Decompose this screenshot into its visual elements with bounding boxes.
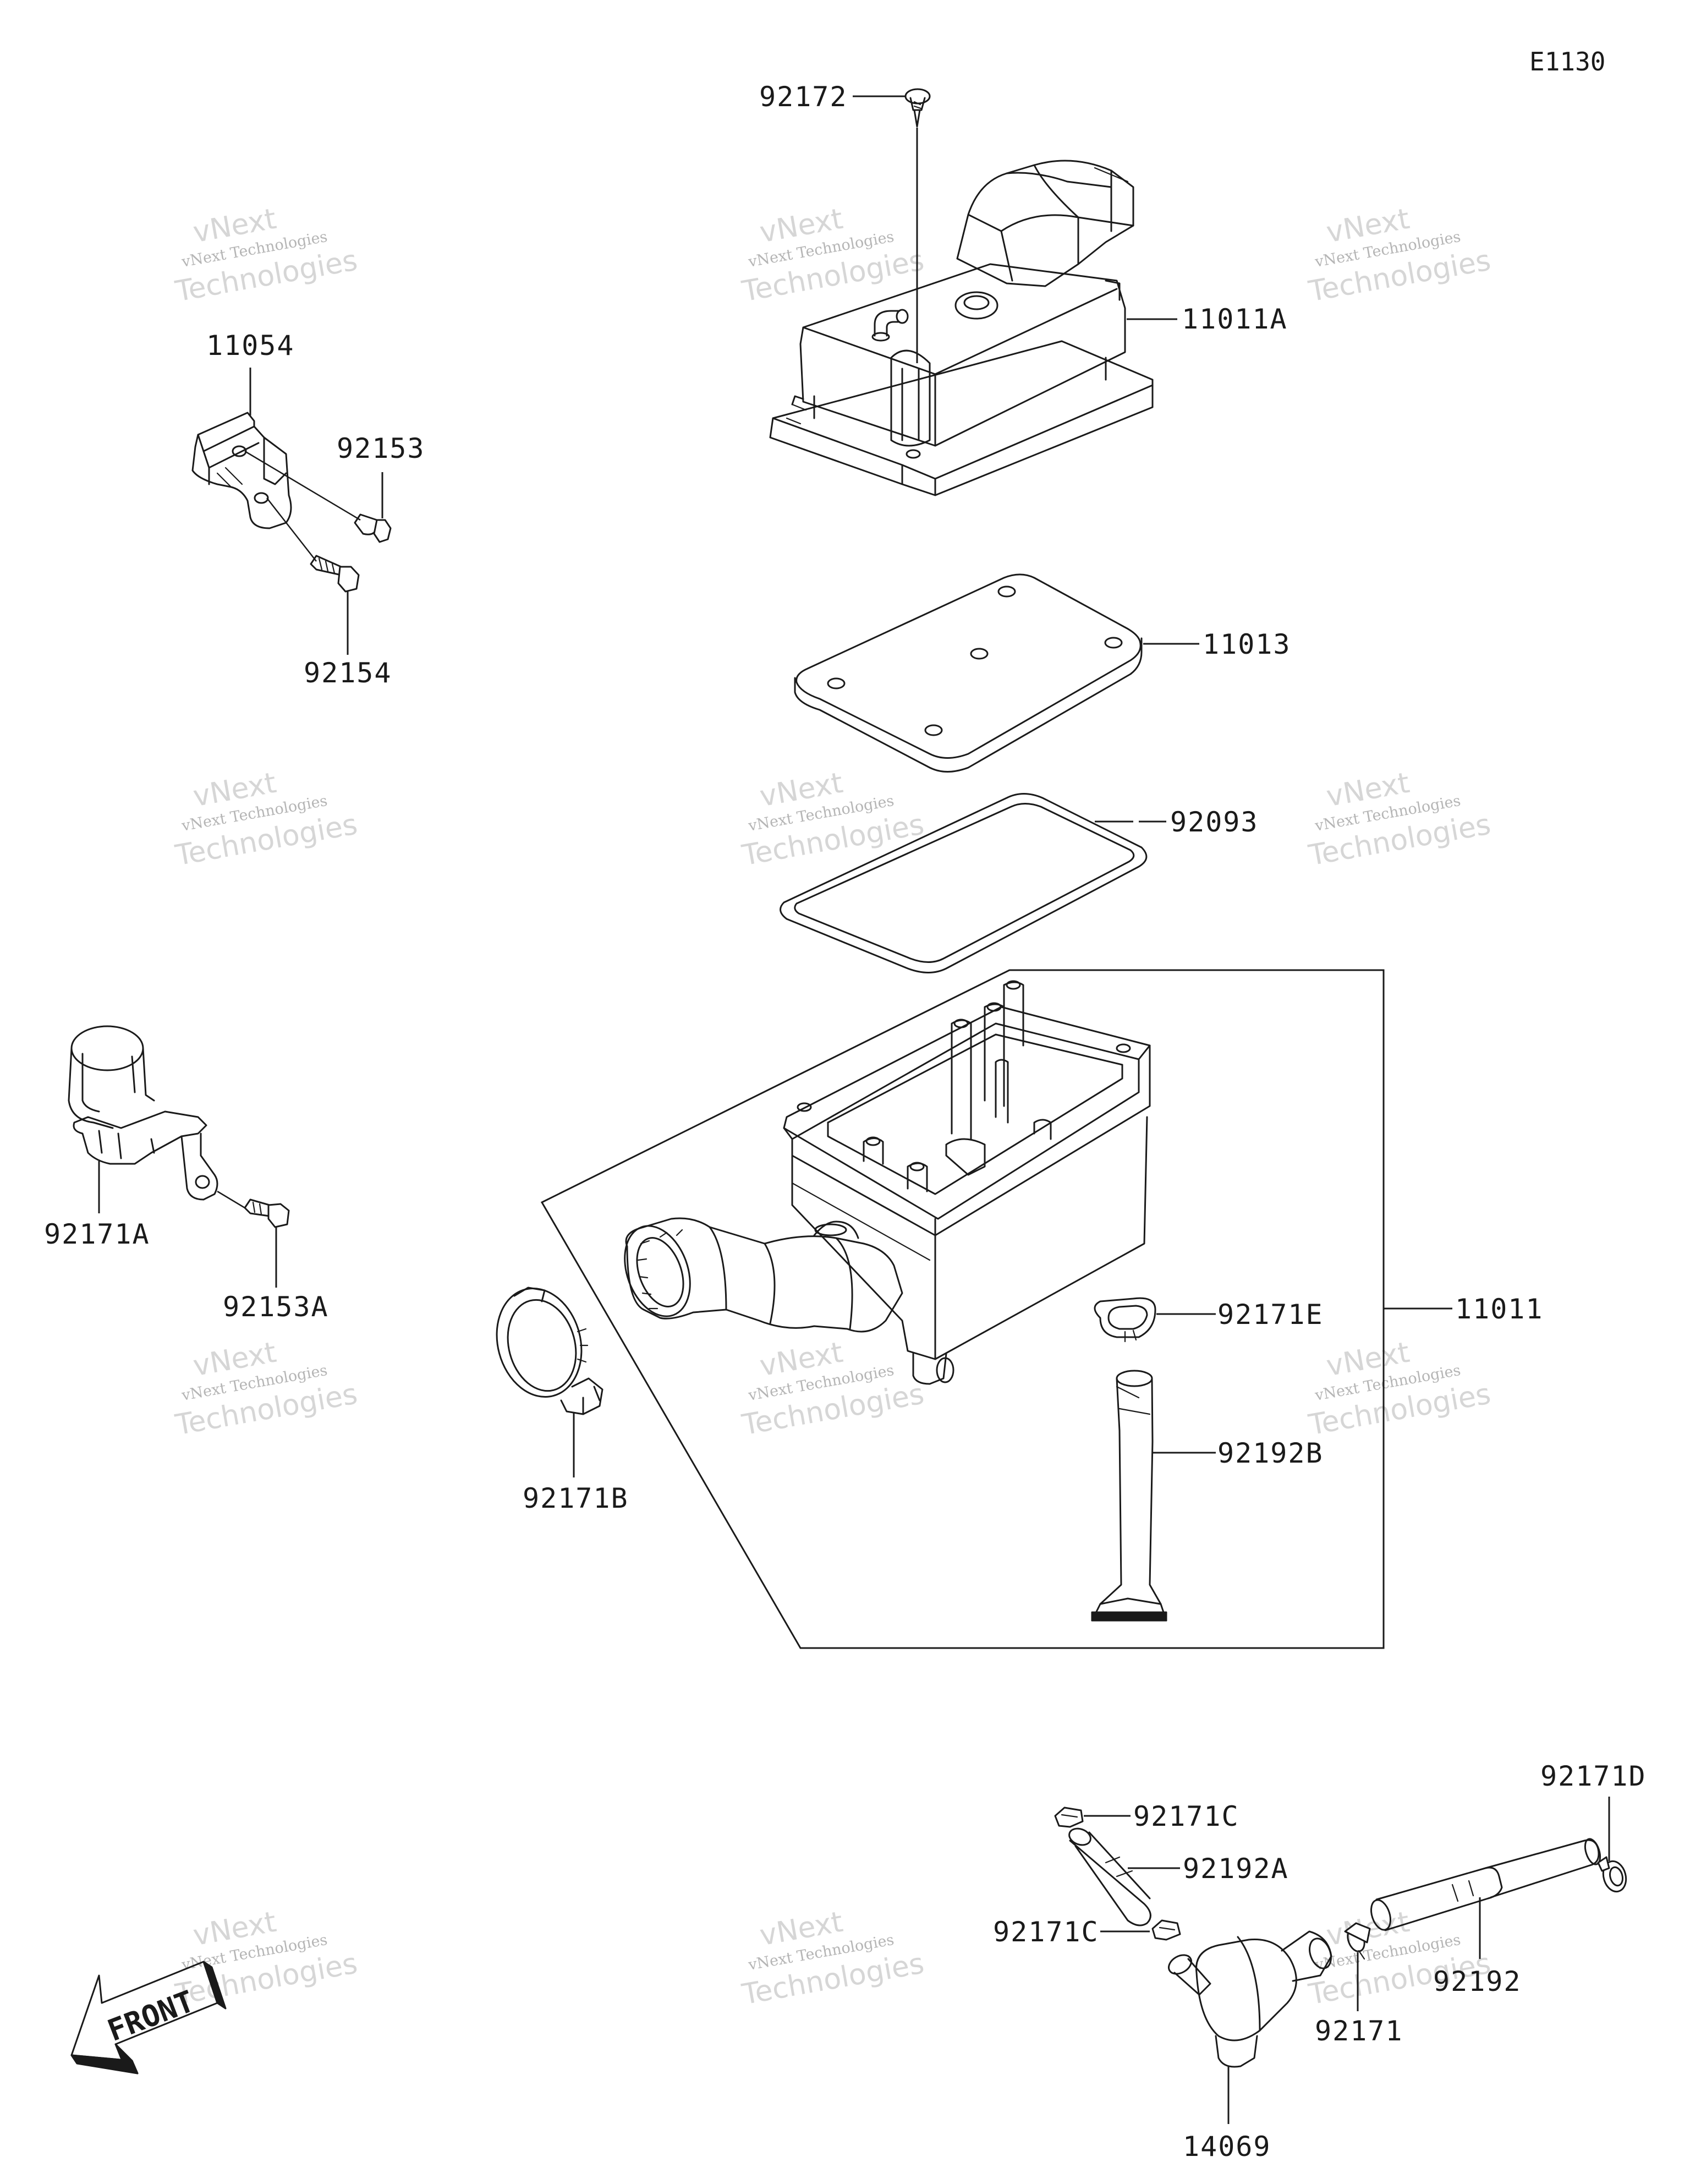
screw-92172[interactable]: [904, 88, 931, 128]
hose-92192A[interactable]: [1067, 1826, 1151, 1926]
label-92171A: 92171A: [44, 1218, 150, 1250]
watermark: vNext vNext Technologies Technologies: [1306, 767, 1493, 873]
clamp-92171E[interactable]: [1094, 1297, 1156, 1343]
air-cleaner-cap-11011A[interactable]: [769, 160, 1154, 496]
diagram-code: E1130: [1529, 47, 1605, 76]
watermark: vNext vNext Technologies Technologies: [173, 1336, 360, 1442]
gasket-92093[interactable]: [780, 793, 1148, 973]
bolt-92153A[interactable]: [244, 1198, 290, 1228]
label-92153: 92153: [337, 433, 425, 464]
label-92093: 92093: [1170, 806, 1259, 838]
breather-14069[interactable]: [1165, 1930, 1335, 2068]
clip-92171C-top[interactable]: [1054, 1807, 1084, 1828]
clamp-bracket-92171A[interactable]: [68, 1025, 218, 1201]
bracket-11054[interactable]: [191, 412, 292, 529]
clip-92171[interactable]: [1344, 1922, 1371, 1960]
label-11011A: 11011A: [1182, 303, 1288, 335]
label-92192: 92192: [1433, 1966, 1522, 1997]
label-92171C-top: 92171C: [1133, 1800, 1239, 1832]
clamp-92171B[interactable]: [485, 1279, 603, 1415]
watermark: vNext vNext Technologies Technologies: [173, 767, 360, 873]
watermark: vNext vNext Technologies Technologies: [739, 1906, 926, 2012]
label-92153A: 92153A: [223, 1291, 329, 1323]
watermark: vNext vNext Technologies Technologies: [739, 202, 926, 309]
bolt-92153[interactable]: [354, 513, 392, 543]
tube-92192B[interactable]: [1091, 1370, 1167, 1622]
label-14069: 14069: [1183, 2131, 1271, 2163]
label-92171D: 92171D: [1540, 1760, 1647, 1792]
label-92192B: 92192B: [1217, 1437, 1324, 1469]
watermark: vNext vNext Technologies Technologies: [1306, 1336, 1493, 1442]
label-92172: 92172: [759, 81, 848, 113]
air-cleaner-case[interactable]: [613, 980, 1151, 1385]
label-92171E: 92171E: [1217, 1299, 1324, 1331]
label-92154: 92154: [304, 657, 392, 689]
front-label: FRONT: [103, 1984, 199, 2048]
label-92171C-bottom: 92171C: [993, 1916, 1099, 1948]
clip-92171C-bottom[interactable]: [1151, 1919, 1181, 1941]
clip-92171D[interactable]: [1597, 1856, 1629, 1894]
label-11013: 11013: [1203, 628, 1291, 660]
watermark: vNext vNext Technologies Technologies: [173, 1906, 360, 2012]
bolt-92154[interactable]: [310, 555, 360, 593]
label-11054: 11054: [206, 330, 295, 362]
label-92192A: 92192A: [1183, 1853, 1289, 1885]
watermarks: vNext vNext Technologies Technologies vN…: [173, 202, 1493, 2012]
watermark: vNext vNext Technologies Technologies: [1306, 202, 1493, 309]
label-11011: 11011: [1455, 1293, 1544, 1325]
label-92171: 92171: [1315, 2015, 1403, 2047]
watermark: vNext vNext Technologies Technologies: [739, 1336, 926, 1442]
label-92171B: 92171B: [523, 1482, 629, 1514]
watermark: vNext vNext Technologies Technologies: [173, 202, 360, 309]
watermark: vNext vNext Technologies Technologies: [739, 767, 926, 873]
air-element-11013[interactable]: [794, 573, 1143, 773]
hose-92192[interactable]: [1368, 1837, 1603, 1932]
